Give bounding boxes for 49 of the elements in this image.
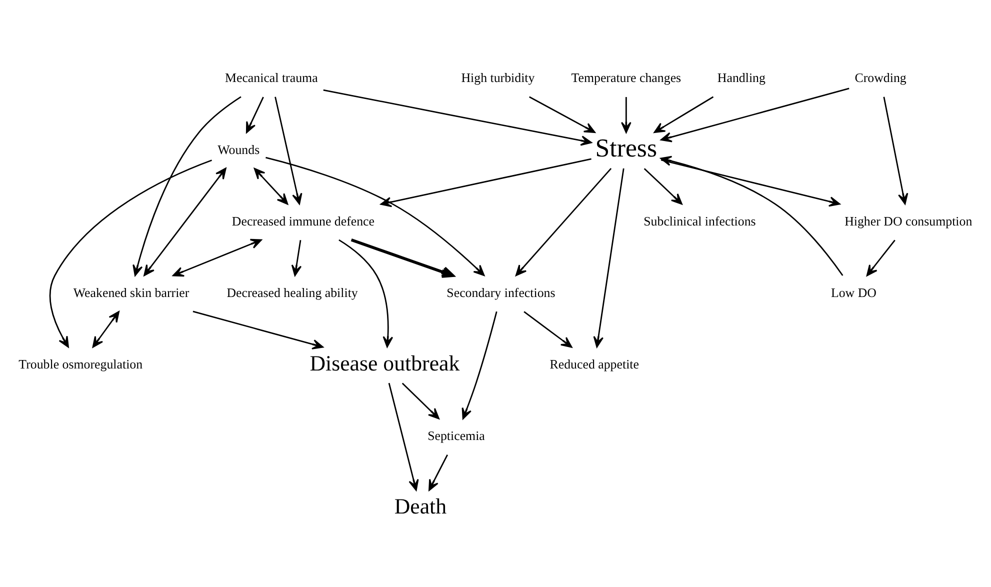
arrow bbox=[92, 311, 120, 348]
arrow bbox=[644, 168, 682, 205]
node-text: Wounds bbox=[218, 142, 260, 157]
arrow bbox=[515, 168, 612, 276]
arrow bbox=[254, 168, 288, 205]
arrow bbox=[402, 382, 440, 420]
node-text: Mecanical trauma bbox=[225, 70, 318, 86]
node-text: Reduced appetite bbox=[550, 356, 639, 372]
node-text: Temperature changes bbox=[571, 70, 682, 86]
arrow bbox=[338, 239, 394, 348]
arrow bbox=[529, 96, 596, 134]
node-text: Decreased healing ability bbox=[226, 284, 358, 300]
node-text: Disease outbreak bbox=[310, 352, 460, 376]
arrow bbox=[274, 96, 302, 205]
node-text: Subclinical infections bbox=[644, 213, 756, 228]
node-text: Decreased immune defence bbox=[232, 213, 375, 228]
arrow bbox=[462, 311, 498, 420]
arrow bbox=[883, 96, 908, 205]
node-text: Secondary infections bbox=[446, 284, 556, 300]
arrow bbox=[350, 238, 454, 278]
arrow bbox=[866, 240, 896, 276]
node-text: Low DO bbox=[830, 284, 876, 300]
arrow bbox=[660, 88, 850, 142]
arrow bbox=[172, 238, 262, 277]
arrow bbox=[593, 168, 624, 348]
arrow bbox=[144, 168, 226, 276]
node-text: Weakened skin barrier bbox=[73, 284, 190, 300]
node-text: Higher DO consumption bbox=[844, 213, 972, 228]
node-text: Handling bbox=[717, 70, 766, 86]
arrow bbox=[388, 382, 419, 491]
node-text: Septicemia bbox=[428, 428, 485, 443]
arrow bbox=[192, 310, 324, 350]
arrow bbox=[49, 160, 212, 348]
arrow bbox=[266, 156, 485, 276]
node-text: Trouble osmoregulation bbox=[18, 356, 143, 372]
arrow bbox=[524, 311, 572, 348]
arrow bbox=[621, 97, 632, 134]
node-text: Crowding bbox=[854, 70, 906, 86]
arrow bbox=[132, 96, 242, 276]
node-text: High turbidity bbox=[461, 70, 535, 86]
arrow bbox=[660, 159, 840, 207]
arrow bbox=[323, 89, 592, 146]
arrow bbox=[660, 156, 844, 276]
arrow bbox=[428, 454, 448, 491]
arrow bbox=[246, 96, 264, 134]
node-text: Stress bbox=[595, 134, 658, 163]
node-text: Death bbox=[394, 494, 447, 519]
arrow bbox=[654, 96, 714, 134]
arrow bbox=[291, 240, 302, 276]
